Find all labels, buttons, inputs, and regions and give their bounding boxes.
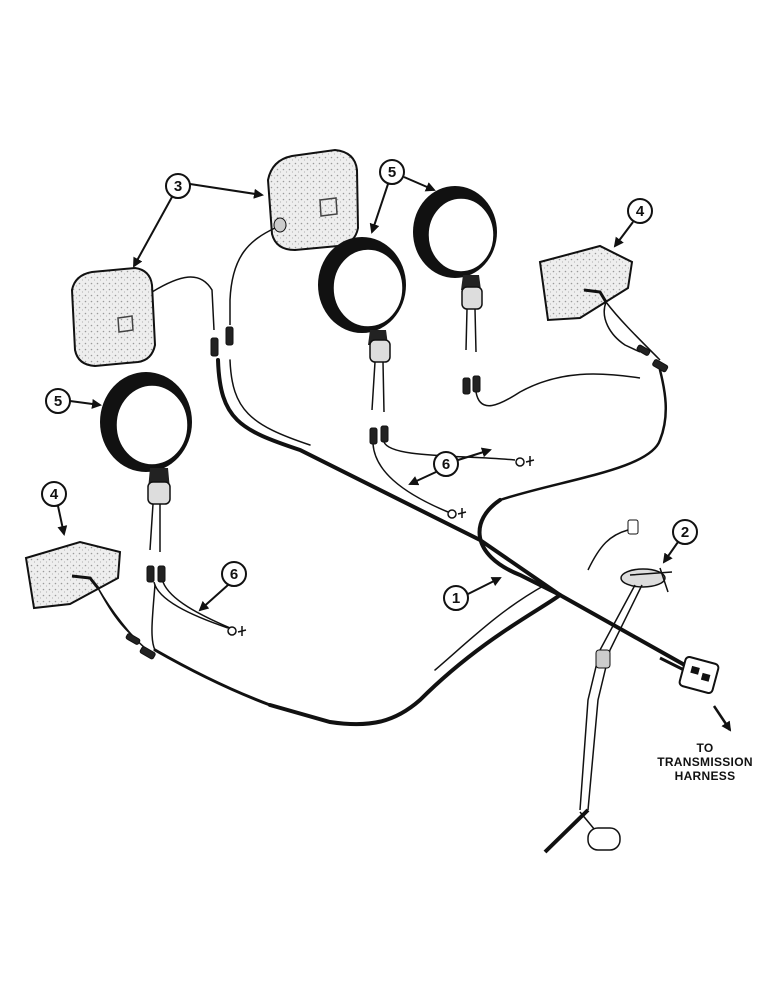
callout-3: 3 [133, 173, 264, 268]
connector-plug [636, 344, 651, 356]
svg-text:TO: TO [696, 741, 713, 755]
callout-2: 2 [662, 519, 698, 564]
callout-6-left: 6 [198, 561, 247, 612]
flood-lamp-left [70, 266, 219, 368]
connector-plug [139, 646, 156, 660]
transmission-connector [659, 656, 732, 732]
callout-1: 1 [443, 577, 502, 611]
svg-text:5: 5 [388, 164, 396, 181]
callout-4-left: 4 [41, 481, 68, 536]
ground-wires [153, 441, 535, 636]
leader-line [408, 471, 437, 486]
leader-line [133, 196, 173, 268]
leader-line [189, 183, 264, 199]
connector-plug [380, 425, 389, 443]
callout-6-center: 6 [408, 447, 492, 486]
leader-line [457, 447, 492, 461]
fuel-level-sender [543, 519, 673, 854]
arrow-to-transmission [712, 705, 732, 732]
head-lamp-left [100, 372, 231, 629]
leader-line [57, 505, 68, 536]
svg-text:3: 3 [174, 178, 182, 195]
connector-plug [225, 326, 234, 346]
leader-line [69, 398, 102, 409]
leader-line [467, 577, 502, 595]
flood-lamp-right [225, 148, 360, 346]
svg-text:TRANSMISSION: TRANSMISSION [657, 755, 753, 769]
svg-text:5: 5 [54, 393, 62, 410]
leader-line [613, 221, 634, 248]
head-lamp-center [318, 237, 406, 445]
leader-line [198, 584, 229, 612]
connector-plug [652, 359, 669, 373]
svg-text:2: 2 [681, 524, 689, 541]
svg-text:4: 4 [636, 203, 645, 220]
head-lamp-right [413, 186, 641, 407]
connector-plug [462, 377, 471, 395]
svg-text:HARNESS: HARNESS [675, 769, 736, 783]
leader-line [369, 183, 389, 234]
svg-text:6: 6 [230, 566, 238, 583]
connector-plug [157, 565, 166, 583]
connector-plug [369, 427, 378, 445]
leader-line [403, 176, 436, 192]
svg-text:4: 4 [50, 486, 59, 503]
leader-line [662, 541, 679, 564]
svg-text:6: 6 [442, 456, 450, 473]
tail-lamp-left [24, 540, 156, 660]
callout-4-right: 4 [613, 198, 653, 248]
connector-plug [125, 633, 141, 645]
callout-5-left: 5 [45, 388, 102, 414]
callout-5-upper: 5 [369, 159, 436, 234]
connector-plug [146, 565, 155, 583]
svg-text:1: 1 [452, 590, 460, 607]
main-wiring-harness [151, 358, 692, 727]
connector-plug [210, 337, 219, 357]
tail-lamp-right [538, 244, 669, 373]
connector-plug [472, 375, 481, 393]
transmission-caption: TO TRANSMISSION HARNESS [657, 741, 753, 783]
connector-plug [627, 519, 639, 535]
